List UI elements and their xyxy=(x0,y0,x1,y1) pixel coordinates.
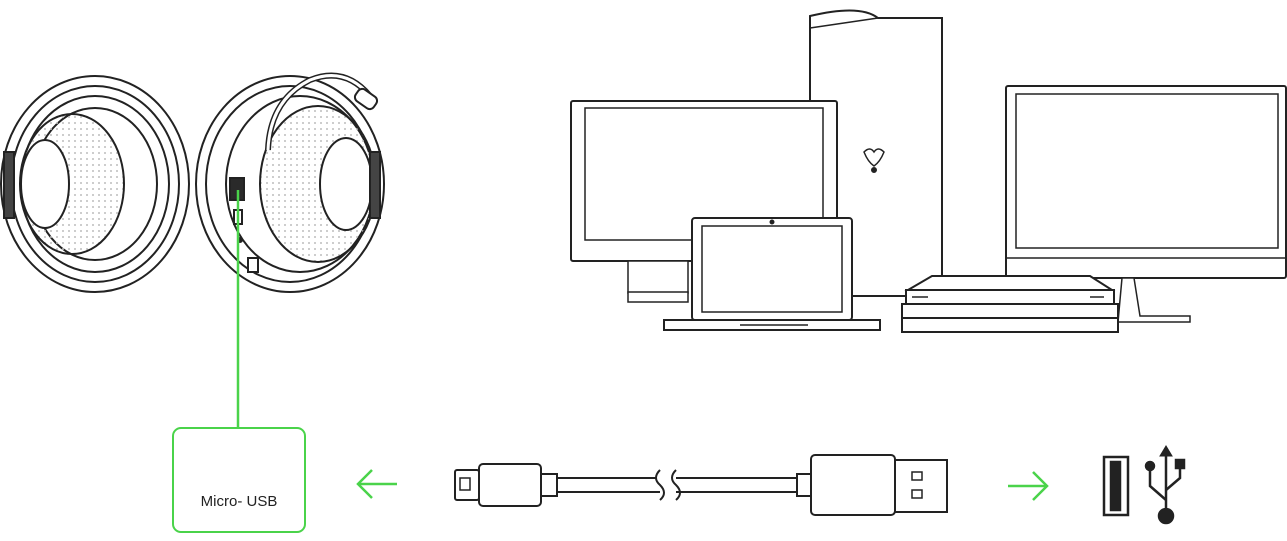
usb-cable-icon xyxy=(455,455,947,515)
arrow-left-icon xyxy=(358,470,397,498)
headset xyxy=(1,76,384,292)
right-earcup xyxy=(196,76,384,292)
micro-usb-port-box: Micro- USB xyxy=(172,427,306,533)
devices xyxy=(571,10,1286,332)
left-earcup xyxy=(1,76,189,292)
laptop xyxy=(664,218,880,330)
usb-a-port-icon xyxy=(1104,457,1128,515)
game-console xyxy=(902,276,1118,332)
arrow-right-icon xyxy=(1008,472,1047,500)
micro-usb-label: Micro- USB xyxy=(174,493,304,510)
usb-trident-icon xyxy=(1146,446,1184,523)
